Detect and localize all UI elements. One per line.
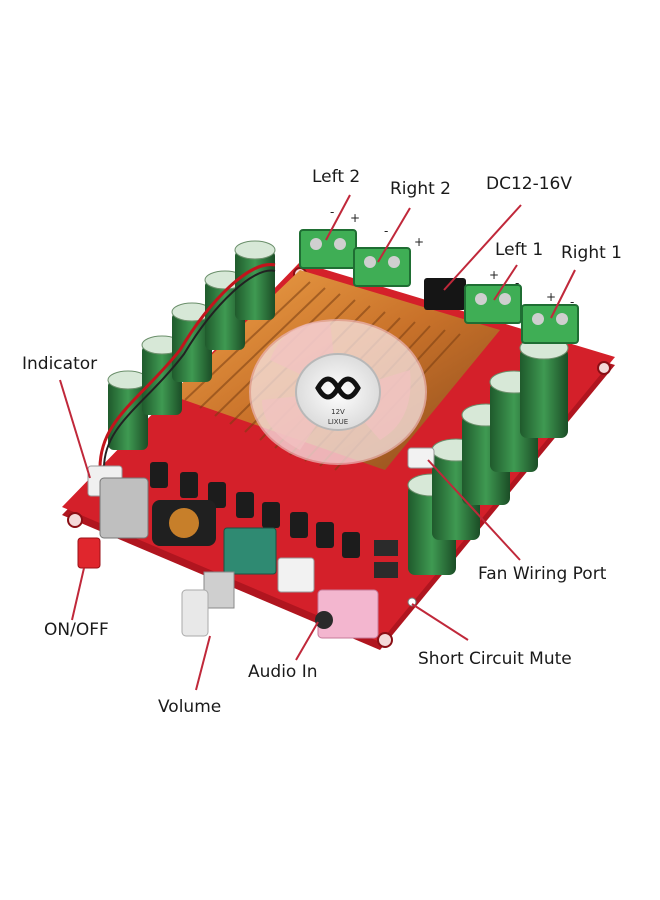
label-short-circuit-mute: Short Circuit Mute [418, 649, 572, 669]
dc-input-jack [424, 278, 466, 310]
capacitors-right [407, 336, 569, 575]
polarity-plus-right1: + [546, 290, 557, 304]
volume-potentiometer [181, 527, 277, 637]
polarity-plus-right2: + [414, 235, 425, 249]
small-capacitors [150, 462, 360, 558]
polarity-plus-left1: + [489, 268, 500, 282]
terminal-left1 [464, 284, 522, 324]
fan-wiring-port [407, 447, 435, 469]
label-right-1: Right 1 [561, 243, 622, 263]
label-on-off: ON/OFF [44, 620, 109, 640]
cooling-fan: 12V LIXUE [249, 319, 427, 465]
label-audio-in: Audio In [248, 662, 318, 682]
label-fan-wiring-port: Fan Wiring Port [478, 564, 607, 584]
terminal-right2 [353, 247, 411, 287]
audio-in-connector [277, 557, 315, 593]
label-dc-input: DC12-16V [486, 174, 572, 194]
audio-jack [315, 589, 379, 639]
pointer-lines [59, 194, 576, 691]
fan-voltage-text: 12V [331, 408, 345, 416]
power-switch [77, 477, 149, 569]
polarity-plus-left2: + [350, 211, 361, 225]
inductor [152, 500, 216, 546]
label-right-2: Right 2 [390, 179, 451, 199]
mute-indicator-led [407, 597, 417, 607]
polarity-minus-right2: - [384, 224, 389, 238]
terminal-right1 [521, 304, 579, 344]
polarity-minus-left2: - [330, 205, 335, 219]
label-left-1: Left 1 [495, 240, 544, 260]
polarity-minus-right1: - [570, 295, 575, 309]
label-volume: Volume [158, 697, 222, 717]
polarity-minus-left1: - [515, 276, 520, 290]
ic-chips [374, 540, 398, 578]
fan-brand-text: LIXUE [328, 418, 348, 426]
label-left-2: Left 2 [312, 167, 361, 187]
label-indicator: Indicator [22, 354, 98, 374]
